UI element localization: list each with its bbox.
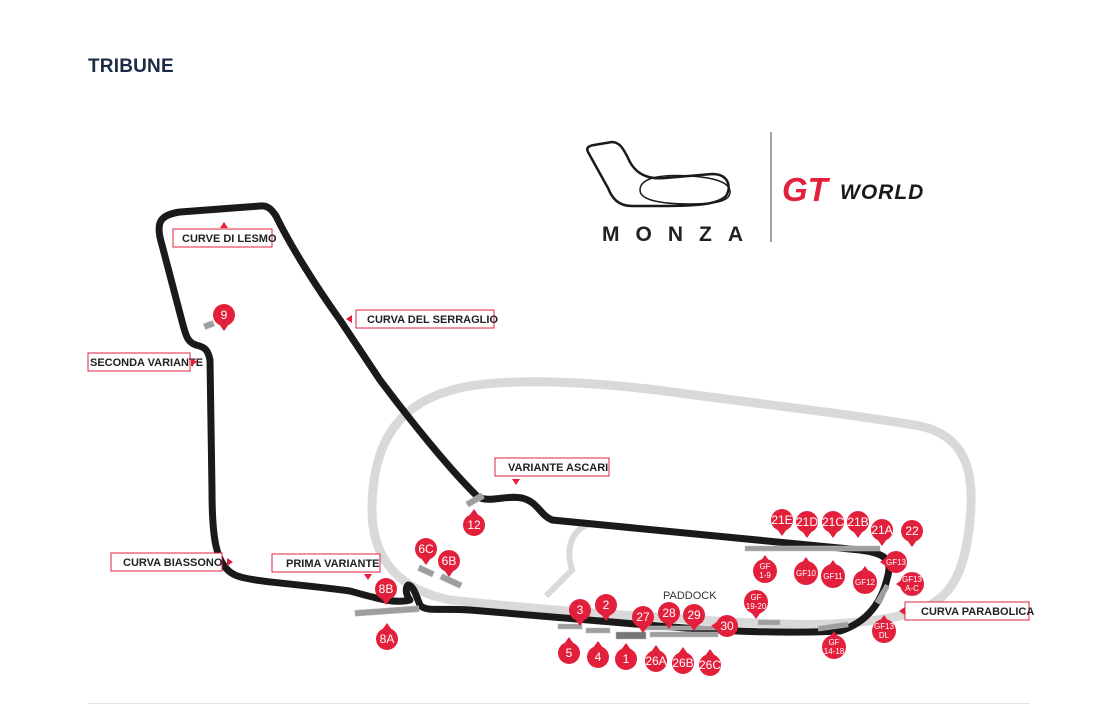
svg-text:GF10: GF10 xyxy=(796,569,817,578)
grandstand-pin-12[interactable]: 12 xyxy=(463,509,485,536)
svg-text:VARIANTE ASCARI: VARIANTE ASCARI xyxy=(508,462,608,474)
grandstand-pin-6b[interactable]: 6B xyxy=(438,550,460,577)
race-track xyxy=(155,202,893,636)
monza-wordmark: MONZA xyxy=(602,223,759,246)
svg-text:6C: 6C xyxy=(418,542,434,556)
gt-wordmark: GT xyxy=(782,171,831,208)
svg-text:8A: 8A xyxy=(380,632,395,646)
svg-text:GF11: GF11 xyxy=(823,572,843,581)
world-wordmark: WORLD xyxy=(840,181,924,204)
grandstand-pin-gf13-a-c[interactable]: GF13 A-C xyxy=(896,572,924,596)
grandstand-pin-26a[interactable]: 26A xyxy=(645,645,667,672)
grandstand-pin-21a[interactable]: 21A xyxy=(871,519,893,546)
svg-text:21D: 21D xyxy=(796,515,818,529)
grandstand-pin-gf13[interactable]: GF13 xyxy=(880,551,907,573)
paddock-label: PADDOCK xyxy=(663,590,717,602)
svg-text:PRIMA VARIANTE: PRIMA VARIANTE xyxy=(286,558,380,570)
svg-text:GF13: GF13 xyxy=(902,575,923,584)
corner-label-prima-variante: PRIMA VARIANTE xyxy=(271,553,381,580)
svg-text:27: 27 xyxy=(636,610,650,624)
grandstand-pin-29[interactable]: 29 xyxy=(683,604,705,631)
monza-oval-icon xyxy=(639,174,731,205)
grandstand-pin-gf13-dl[interactable]: GF13 DL xyxy=(872,615,896,643)
svg-text:GF13: GF13 xyxy=(886,558,907,567)
corner-label-curve-di-lesmo: CURVE DI LESMO xyxy=(172,222,277,248)
svg-text:2: 2 xyxy=(603,598,610,612)
svg-text:1-9: 1-9 xyxy=(759,571,771,580)
grandstand-pin-gf12[interactable]: GF12 xyxy=(853,566,877,594)
svg-text:26C: 26C xyxy=(699,658,721,672)
grandstand-bars xyxy=(202,320,890,640)
svg-text:26B: 26B xyxy=(672,656,693,670)
grandstand-pin-26c[interactable]: 26C xyxy=(699,649,721,676)
svg-text:GF: GF xyxy=(759,562,770,571)
grandstand-pin-21d[interactable]: 21D xyxy=(796,511,818,538)
svg-text:14-18: 14-18 xyxy=(824,647,845,656)
svg-text:CURVA DEL SERRAGLIO: CURVA DEL SERRAGLIO xyxy=(367,314,498,326)
svg-text:21C: 21C xyxy=(822,515,844,529)
corner-label-curva-biassono: CURVA BIASSONO xyxy=(110,552,233,572)
svg-text:29: 29 xyxy=(687,608,701,622)
grandstand-pin-2[interactable]: 2 xyxy=(595,594,617,621)
svg-text:SECONDA VARIANTE: SECONDA VARIANTE xyxy=(90,357,203,369)
gt-world-logo: GT WORLD xyxy=(782,171,924,208)
svg-text:8B: 8B xyxy=(379,582,394,596)
svg-text:19-20: 19-20 xyxy=(746,602,767,611)
grandstand-pin-9[interactable]: 9 xyxy=(213,304,235,331)
corner-label-seconda-variante: SECONDA VARIANTE xyxy=(87,352,203,372)
svg-text:GF13: GF13 xyxy=(874,622,895,631)
corner-label-curva-del-serraglio: CURVA DEL SERRAGLIO xyxy=(346,309,498,329)
grandstand-pin-21b[interactable]: 21B xyxy=(847,511,869,538)
svg-text:9: 9 xyxy=(221,308,228,322)
grandstand-pin-gf11[interactable]: GF11 xyxy=(821,560,845,588)
svg-text:3: 3 xyxy=(577,603,584,617)
grandstand-pin-26b[interactable]: 26B xyxy=(672,647,694,674)
grandstand-pin-4[interactable]: 4 xyxy=(587,641,609,668)
corner-label-variante-ascari: VARIANTE ASCARI xyxy=(494,457,610,485)
svg-text:21A: 21A xyxy=(871,523,892,537)
svg-text:CURVA BIASSONO: CURVA BIASSONO xyxy=(123,557,223,569)
svg-text:26A: 26A xyxy=(645,654,666,668)
svg-text:CURVA PARABOLICA: CURVA PARABOLICA xyxy=(921,606,1034,618)
svg-text:GF12: GF12 xyxy=(855,578,876,587)
svg-text:DL: DL xyxy=(879,631,890,640)
service-road xyxy=(543,521,592,599)
svg-text:30: 30 xyxy=(720,619,734,633)
grandstand-pin-21e[interactable]: 21E xyxy=(771,509,793,536)
grandstand-pin-21c[interactable]: 21C xyxy=(822,511,844,538)
svg-text:28: 28 xyxy=(662,606,676,620)
grandstand-pin-30[interactable]: 30 xyxy=(711,615,738,637)
svg-text:GF: GF xyxy=(828,638,839,647)
svg-text:12: 12 xyxy=(467,518,481,532)
grandstand-pin-3[interactable]: 3 xyxy=(569,599,591,626)
monza-logo: MONZA xyxy=(586,140,759,246)
grandstand-pin-gf10[interactable]: GF10 xyxy=(794,557,818,585)
grandstand-pin-gf-19-20[interactable]: GF 19-20 xyxy=(744,590,768,619)
svg-text:A-C: A-C xyxy=(905,584,919,593)
svg-text:1: 1 xyxy=(623,652,630,666)
grandstand-pin-22[interactable]: 22 xyxy=(901,520,923,547)
svg-text:CURVE DI LESMO: CURVE DI LESMO xyxy=(182,233,277,245)
corner-label-curva-parabolica: CURVA PARABOLICA xyxy=(899,601,1034,621)
svg-text:21E: 21E xyxy=(771,513,792,527)
grandstand-pin-gf-14-18[interactable]: GF 14-18 xyxy=(822,631,846,659)
grandstand-pin-gf-1-9[interactable]: GF 1-9 xyxy=(753,555,777,583)
grandstand-pin-8b[interactable]: 8B xyxy=(375,578,397,605)
grandstand-pin-5[interactable]: 5 xyxy=(558,637,580,664)
svg-text:21B: 21B xyxy=(847,515,868,529)
grandstand-pin-27[interactable]: 27 xyxy=(632,606,654,633)
grandstand-pin-8a[interactable]: 8A xyxy=(376,623,398,650)
page-title: TRIBUNE xyxy=(88,56,174,77)
svg-text:GF: GF xyxy=(750,593,761,602)
grandstand-pin-28[interactable]: 28 xyxy=(658,602,680,629)
svg-text:6B: 6B xyxy=(442,554,457,568)
svg-text:5: 5 xyxy=(566,646,573,660)
bottom-divider xyxy=(88,703,1030,704)
monza-circuit-icon xyxy=(586,140,730,208)
svg-text:22: 22 xyxy=(905,524,919,538)
svg-text:4: 4 xyxy=(595,650,602,664)
grandstand-pin-6c[interactable]: 6C xyxy=(415,538,437,565)
grandstand-pin-1[interactable]: 1 xyxy=(615,643,637,670)
